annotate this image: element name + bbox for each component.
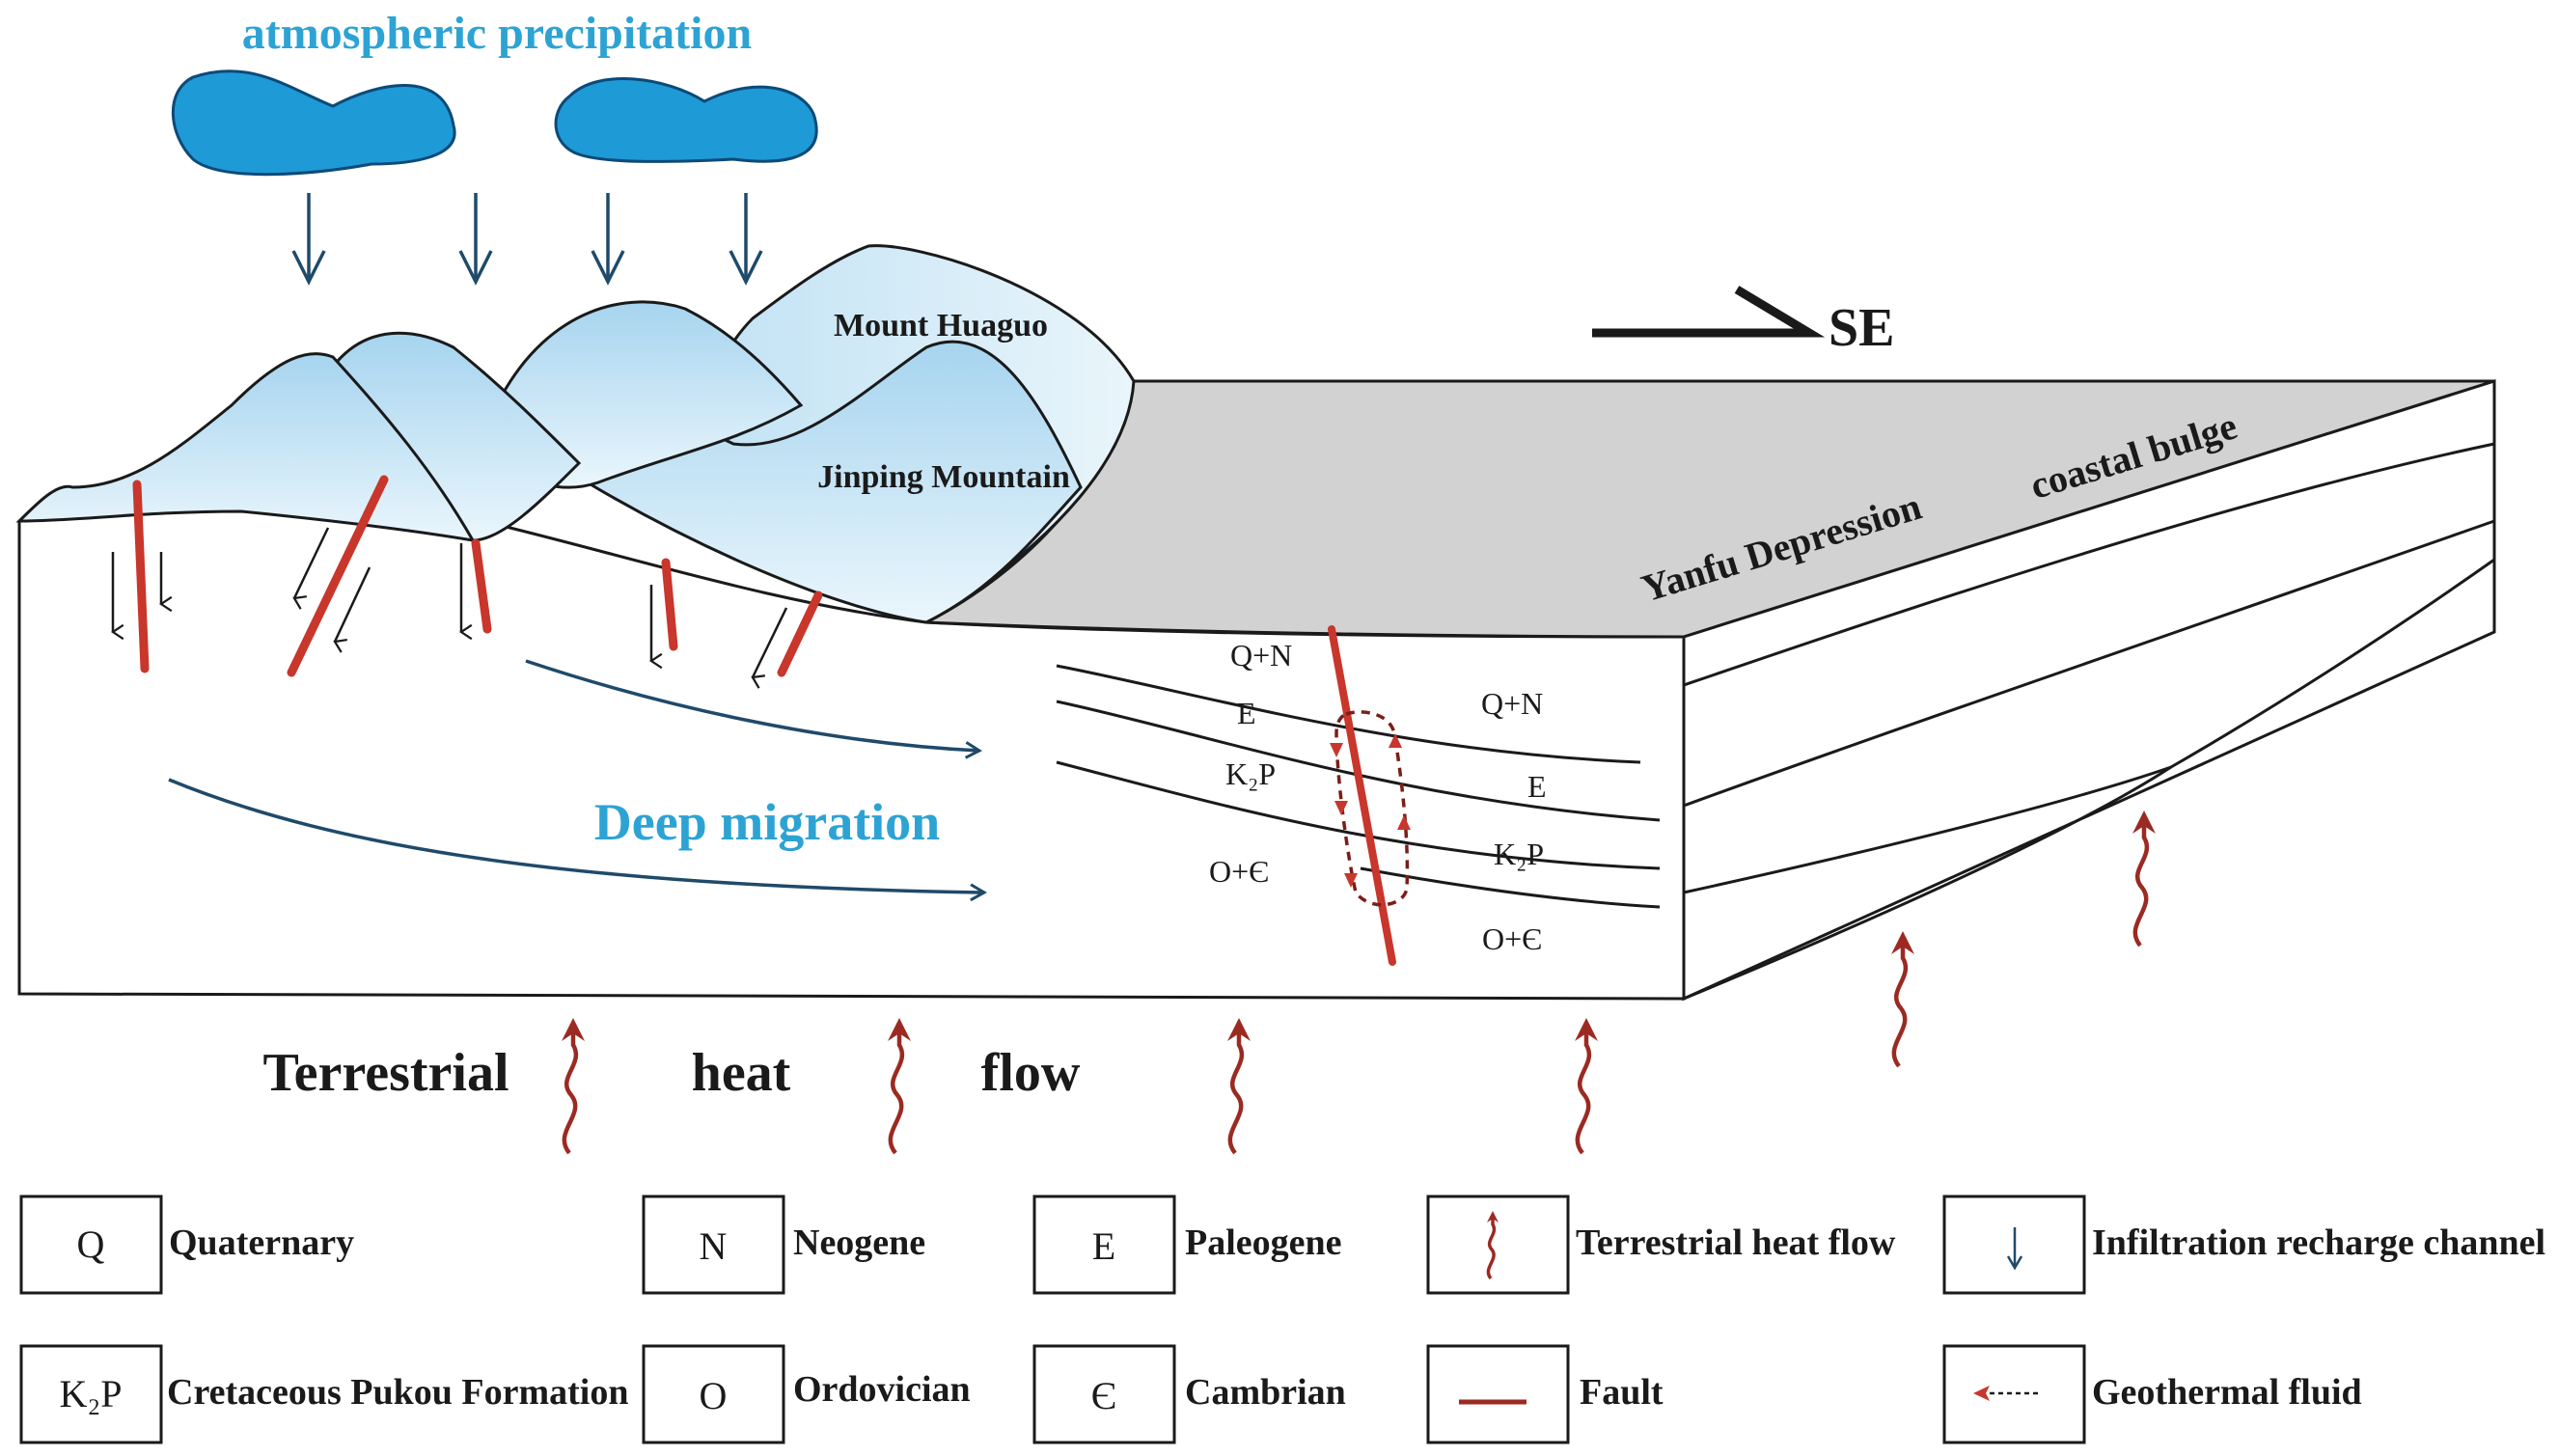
label-deep-migration: Deep migration	[594, 793, 940, 851]
block-side-face	[1682, 378, 2496, 1002]
heat-flow-word-terrestrial: Terrestrial	[262, 1043, 509, 1103]
stratum-label: E	[1527, 769, 1547, 804]
rain-arrow-1	[291, 191, 326, 284]
legend-item-geothermal-fluid: Geothermal fluid	[1942, 1344, 2362, 1444]
stratum-label: K₂P	[1225, 756, 1276, 791]
central-fault	[1328, 625, 1396, 966]
mountain-left	[15, 352, 476, 542]
heat-flow-word-flow: flow	[981, 1043, 1081, 1103]
legend-item-infiltration-recharge-channel: Infiltration recharge channel	[1942, 1195, 2545, 1295]
side-strata-lines	[1683, 442, 2495, 1001]
legend-symbol: Q	[77, 1222, 105, 1266]
stratum-label: K₂P	[1494, 837, 1544, 871]
right-cloud	[554, 77, 818, 163]
heat-flow-arrow-5	[1891, 931, 1914, 1066]
rain-arrow-4	[729, 191, 763, 284]
geothermal-fluid-arrowheads	[1330, 733, 1411, 888]
rain-arrow-2	[458, 191, 493, 284]
legend-symbol: N	[700, 1224, 728, 1268]
heat-flow-arrow-1	[562, 1018, 585, 1153]
diagram-title: atmospheric precipitation	[242, 8, 752, 59]
legend-symbol: K₂P	[59, 1372, 122, 1415]
legend-label: Quaternary	[169, 1222, 354, 1263]
infiltration-arrows	[113, 527, 788, 677]
southeast-direction-arrow	[1592, 286, 1826, 338]
legend-label: Fault	[1580, 1372, 1664, 1413]
strata-labels-right: Q+N E K₂P O+Є	[1481, 686, 1547, 956]
legend-item-cambrian: Є Cambrian	[1032, 1344, 1346, 1444]
legend-item-fault: Fault	[1426, 1344, 1664, 1444]
legend-label: Cambrian	[1185, 1372, 1346, 1413]
legend-label: Cretaceous Pukou Formation	[167, 1372, 629, 1413]
stratum-label: Q+N	[1481, 686, 1543, 721]
heat-flow-arrow-3	[1227, 1018, 1251, 1153]
legend-label: Geothermal fluid	[2092, 1372, 2362, 1413]
heat-flow-icon	[1486, 1211, 1499, 1280]
legend-label: Infiltration recharge channel	[2092, 1222, 2545, 1263]
label-jinping-mountain: Jinping Mountain	[817, 459, 1070, 495]
label-mount-huaguo: Mount Huaguo	[834, 308, 1048, 343]
rain-arrow-3	[591, 191, 625, 284]
front-strata-lines	[1056, 664, 1661, 909]
geothermal-fluid-loop	[1334, 710, 1410, 907]
legend: Q Quaternary N Neogene E Paleogene Terre…	[19, 1195, 2545, 1444]
deep-migration-arrows	[168, 659, 988, 902]
legend-item-neogene: N Neogene	[642, 1195, 925, 1295]
legend-label: Neogene	[793, 1222, 925, 1263]
legend-item-cretaceous-pukou: K₂P Cretaceous Pukou Formation	[19, 1344, 629, 1444]
legend-item-paleogene: E Paleogene	[1032, 1195, 1342, 1295]
mountain-faults	[132, 475, 823, 677]
stratum-label: E	[1237, 696, 1256, 730]
stratum-label: Q+N	[1230, 638, 1292, 673]
geothermal-fluid-icon	[1973, 1386, 2038, 1401]
legend-item-quaternary: Q Quaternary	[19, 1195, 354, 1295]
heat-flow-word-heat: heat	[692, 1043, 791, 1103]
legend-symbol: O	[700, 1374, 728, 1417]
legend-label: Ordovician	[793, 1369, 971, 1410]
legend-label: Terrestrial heat flow	[1576, 1222, 1896, 1263]
stratum-label: O+Є	[1209, 854, 1269, 889]
left-cloud	[171, 69, 456, 177]
legend-item-terrestrial-heat-flow: Terrestrial heat flow	[1426, 1195, 1896, 1295]
direction-label: SE	[1829, 298, 1895, 358]
legend-label: Paleogene	[1185, 1222, 1342, 1263]
legend-item-ordovician: O Ordovician	[642, 1344, 971, 1444]
legend-symbol: Є	[1091, 1374, 1116, 1417]
strata-labels-left: Q+N E K₂P O+Є	[1209, 638, 1292, 889]
legend-symbol: E	[1092, 1224, 1115, 1268]
infiltration-arrow-icon	[2006, 1227, 2023, 1271]
stratum-label: O+Є	[1482, 921, 1542, 956]
heat-flow-arrow-4	[1575, 1018, 1598, 1153]
heat-flow-arrow-6	[2132, 810, 2156, 946]
heat-flow-arrow-2	[888, 1018, 911, 1153]
